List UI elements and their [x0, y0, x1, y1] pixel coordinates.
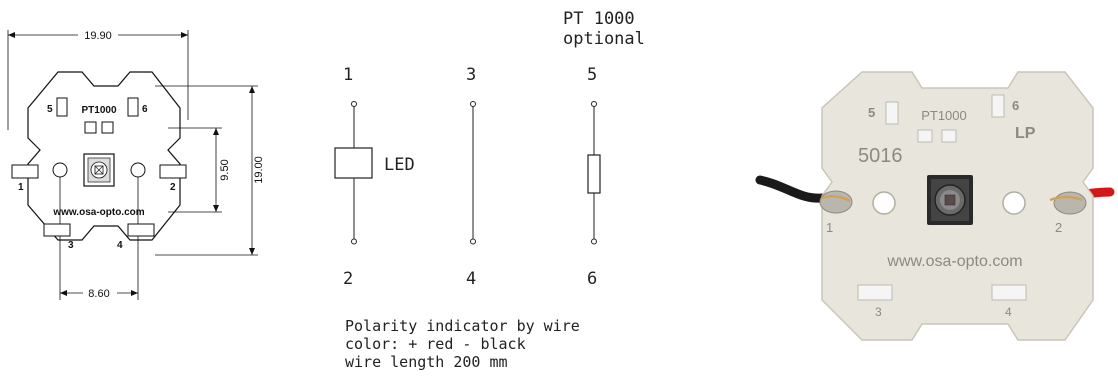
schematic-note-line2: color: + red - black: [345, 335, 526, 353]
board-photo: 5 6 PT1000 5016 LP 1 2 www.osa-opto.com …: [755, 71, 1115, 341]
photo-led: [927, 175, 973, 225]
schematic-top-number-1: 1: [343, 65, 353, 85]
photo-hole-left: [872, 191, 896, 215]
drawing-pad-5: [56, 97, 68, 117]
schematic-top-number-3: 3: [466, 65, 476, 85]
schematic-middle-branch: [470, 101, 476, 245]
dim-width: 19.90: [7, 28, 189, 130]
solder-joint-left: [819, 190, 853, 214]
drawing-pad-3: [43, 223, 71, 237]
schematic-note-line3: wire length 200 mm: [345, 353, 508, 371]
drawing-sensor-pad-a: [84, 121, 97, 134]
drawing-pad-label-4: 4: [117, 240, 123, 251]
schematic-bottom-number-4: 4: [466, 269, 476, 289]
drawing-pad-6: [127, 97, 139, 117]
drawing-hole-left: [52, 162, 68, 178]
schematic-led-box: [334, 147, 373, 179]
photo-url: www.osa-opto.com: [886, 253, 1022, 270]
solder-joint-right: [1053, 191, 1087, 215]
drawing-pad-2: [159, 164, 187, 179]
photo-pad-label-3: 3: [875, 305, 882, 319]
schematic-pt1000-branch: [587, 101, 601, 245]
schematic-header-line1: PT 1000: [563, 9, 635, 29]
photo-hole-right: [1002, 191, 1026, 215]
schematic-header-line2: optional: [563, 29, 645, 49]
photo-pad-label-5: 5: [868, 105, 875, 120]
drawing-pad-label-1: 1: [18, 182, 24, 193]
schematic-bottom-number-6: 6: [587, 269, 597, 289]
drawing-pad-label-6: 6: [142, 104, 148, 115]
drawing-pad-1: [11, 164, 39, 179]
schematic-led-branch: [334, 101, 373, 245]
drawing-pad-label-5: 5: [47, 104, 53, 115]
drawing-pad-label-2: 2: [170, 182, 176, 193]
drawing-pad-4: [127, 223, 155, 237]
schematic-bottom-number-2: 2: [343, 269, 353, 289]
photo-pad-label-1: 1: [826, 220, 833, 235]
dimension-drawing: 19.90 19.00 9.50 8.60: [7, 28, 265, 300]
dim-height: 19.00: [155, 85, 265, 256]
dim-bottom-label: 8.60: [88, 288, 109, 300]
photo-sensor-pad-b: [941, 129, 957, 143]
photo-pad-3: [857, 284, 893, 301]
photo-part-number: 5016: [858, 145, 903, 167]
black-wire: [755, 175, 827, 203]
dim-width-label: 19.90: [84, 30, 112, 42]
schematic: PT 1000 optional 1 3 5 LED 2 4: [334, 9, 645, 371]
dim-pad-spacing: 9.50: [168, 127, 231, 213]
schematic-led-label: LED: [384, 155, 415, 175]
photo-sensor-pad-a: [917, 129, 933, 143]
dim-height-label: 19.00: [253, 156, 265, 184]
photo-pad-label-2: 2: [1055, 220, 1062, 235]
photo-pad-label-6: 6: [1012, 98, 1019, 113]
photo-pad-4: [991, 284, 1027, 301]
drawing-pad-label-3: 3: [68, 240, 74, 251]
drawing-hole-right: [130, 162, 146, 178]
photo-pad-5: [885, 101, 899, 125]
drawing-url: www.osa-opto.com: [52, 207, 144, 218]
photo-pad-6: [991, 94, 1005, 118]
schematic-top-number-5: 5: [587, 65, 597, 85]
schematic-resistor: [587, 154, 601, 194]
schematic-note-line1: Polarity indicator by wire: [345, 317, 580, 335]
drawing-sensor-pad-b: [101, 121, 114, 134]
photo-pt1000-label: PT1000: [921, 108, 967, 123]
drawing-pt1000-label: PT1000: [81, 105, 116, 116]
photo-logo: LP: [1015, 125, 1036, 142]
dim-pad-spacing-label: 9.50: [219, 159, 231, 180]
photo-pad-label-4: 4: [1005, 305, 1012, 319]
drawing-led-package: [83, 153, 115, 187]
